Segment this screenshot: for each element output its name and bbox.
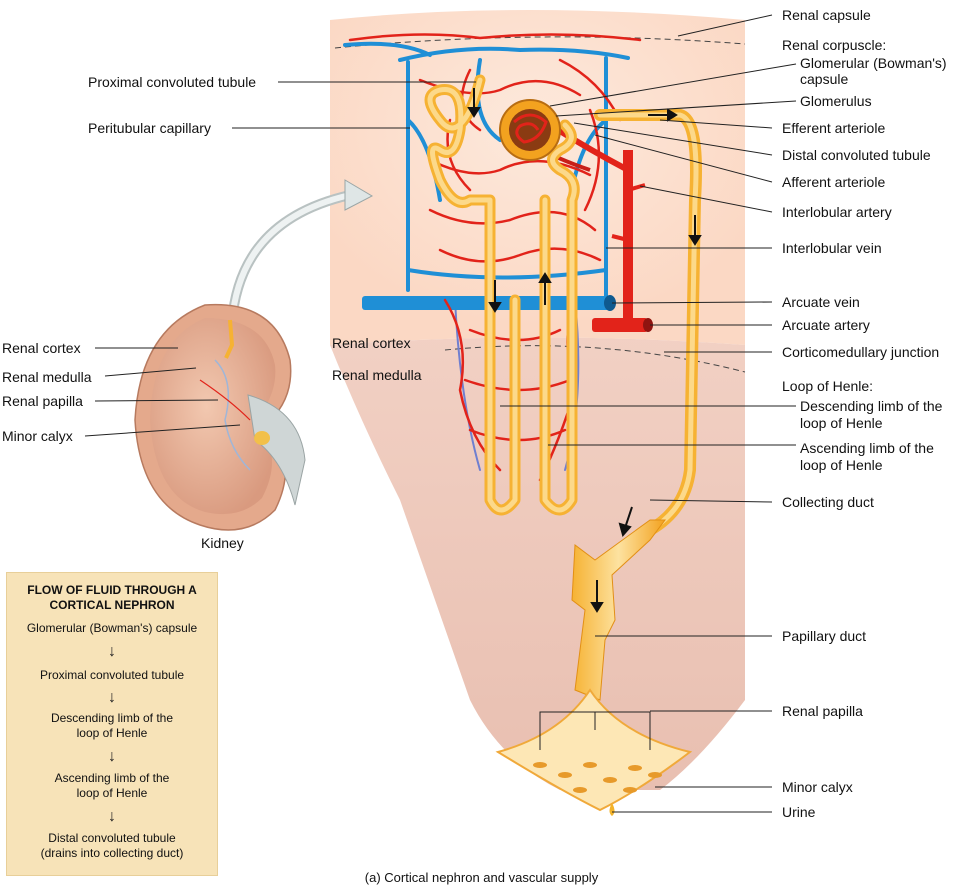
label-descending-limb-line2: loop of Henle (800, 415, 883, 431)
label-descending-limb-line1: Descending limb of the (800, 398, 943, 414)
leader-lines (84, 14, 797, 813)
flow-step-5-line1: Distal convoluted tubule (48, 831, 176, 845)
flow-step-4-line1: Ascending limb of the (54, 771, 170, 785)
label-arcuate-artery: Arcuate artery (782, 317, 870, 333)
label-loop-of-henle: Loop of Henle: (782, 378, 874, 394)
label-distal-convoluted-tubule: Distal convoluted tubule (782, 147, 931, 163)
glomerular-capsule (499, 99, 561, 161)
label-kidney-renal-papilla: Renal papilla (2, 393, 83, 409)
flow-of-fluid-box: FLOW OF FLUID THROUGH A CORTICAL NEPHRON… (6, 572, 218, 876)
flow-step-1: Glomerular (Bowman's) capsule (7, 621, 217, 636)
afferent-arteriole (553, 125, 630, 173)
flow-step-5-line2: (drains into collecting duct) (40, 846, 184, 860)
label-glomerular-capsule-line2: capsule (800, 71, 849, 87)
renal-papilla-cup (495, 688, 693, 816)
flow-step-4: Ascending limb of the loop of Henle (7, 771, 217, 801)
label-ascending-limb-line2: loop of Henle (800, 457, 883, 473)
flow-step-4-line2: loop of Henle (76, 786, 148, 800)
label-renal-papilla: Renal papilla (782, 703, 863, 719)
flow-down-arrow-icon: ↓ (108, 808, 116, 825)
flow-arrows (467, 88, 702, 613)
figure-caption: (a) Cortical nephron and vascular supply (364, 870, 599, 885)
zoom-arrow (227, 179, 374, 323)
label-interlobular-artery: Interlobular artery (782, 204, 892, 220)
label-peritubular-capillary: Peritubular capillary (88, 120, 211, 136)
flow-box-title: FLOW OF FLUID THROUGH A CORTICAL NEPHRON (7, 583, 217, 613)
label-arcuate-vein: Arcuate vein (782, 294, 860, 310)
flow-box-title-line2: CORTICAL NEPHRON (49, 598, 175, 612)
label-kidney: Kidney (201, 535, 244, 551)
label-papillary-duct: Papillary duct (782, 628, 867, 644)
label-glomerular-capsule-line1: Glomerular (Bowman's) (800, 55, 947, 71)
papilla-bracket (539, 711, 651, 750)
label-zone-renal-cortex: Renal cortex (332, 335, 411, 351)
label-kidney-renal-cortex: Renal cortex (2, 340, 81, 356)
collecting-duct (571, 519, 666, 701)
nephron-tubules (424, 74, 702, 536)
label-proximal-convoluted-tubule: Proximal convoluted tubule (88, 74, 257, 90)
label-minor-calyx: Minor calyx (782, 779, 853, 795)
label-renal-corpuscle: Renal corpuscle: (782, 37, 887, 53)
flow-step-2-line1: Proximal convoluted tubule (39, 668, 185, 682)
kidney-illustration (134, 303, 306, 531)
interlobular-artery (611, 150, 646, 330)
label-zone-renal-medulla: Renal medulla (332, 367, 422, 383)
label-collecting-duct: Collecting duct (782, 494, 874, 510)
label-kidney-minor-calyx: Minor calyx (2, 428, 73, 444)
flow-step-5: Distal convoluted tubule (drains into co… (7, 831, 217, 861)
flow-step-3-line2: loop of Henle (76, 726, 148, 740)
label-kidney-renal-medulla: Renal medulla (2, 369, 92, 385)
label-efferent-arteriole: Efferent arteriole (782, 120, 886, 136)
flow-down-arrow-icon: ↓ (108, 643, 116, 660)
flow-step-3: Descending limb of the loop of Henle (7, 711, 217, 741)
label-afferent-arteriole: Afferent arteriole (782, 174, 886, 190)
flow-step-1-line1: Glomerular (Bowman's) capsule (26, 621, 198, 635)
label-corticomedullary-junction: Corticomedullary junction (782, 344, 940, 360)
label-renal-capsule: Renal capsule (782, 7, 871, 23)
flow-down-arrow-icon: ↓ (108, 748, 116, 765)
label-glomerulus: Glomerulus (800, 93, 872, 109)
label-urine: Urine (782, 804, 816, 820)
flow-step-2: Proximal convoluted tubule (7, 668, 217, 683)
flow-down-arrow-icon: ↓ (108, 689, 116, 706)
arcuate-artery (592, 318, 653, 332)
urine-drop (609, 803, 615, 816)
cortex-region (330, 10, 745, 345)
medulla-region (330, 337, 745, 790)
flow-box-title-line1: FLOW OF FLUID THROUGH A (27, 583, 197, 597)
label-interlobular-vein: Interlobular vein (782, 240, 882, 256)
vein-network (343, 41, 630, 471)
flow-step-3-line1: Descending limb of the (50, 711, 174, 725)
label-ascending-limb-line1: Ascending limb of the (800, 440, 934, 456)
